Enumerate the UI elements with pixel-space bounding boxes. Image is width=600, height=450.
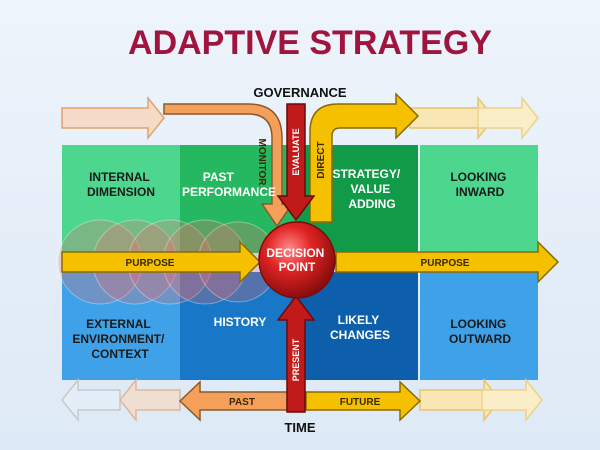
strategy-line2: VALUE xyxy=(350,182,390,196)
decision-point-line2: POINT xyxy=(279,260,316,274)
external-line1: EXTERNAL xyxy=(86,317,150,331)
bottom-timeline-arrows xyxy=(61,377,543,423)
cell-looking-inward: LOOKING INWARD xyxy=(450,170,509,199)
purpose-arrow-right xyxy=(335,240,560,284)
strategy-line1: STRATEGY/ xyxy=(332,167,400,181)
past-performance-line2: PERFORMANCE xyxy=(182,185,276,199)
cell-external-environment-bg xyxy=(62,272,180,380)
cell-external-environment: EXTERNAL ENVIRONMENT/ CONTEXT xyxy=(72,317,167,361)
present-label: PRESENT xyxy=(291,338,301,381)
strategy-line3: ADDING xyxy=(348,197,395,211)
looking-outward-line1: LOOKING xyxy=(450,317,506,331)
cell-past-performance: PAST PERFORMANCE xyxy=(182,170,276,199)
decision-point-line1: DECISION xyxy=(266,246,324,260)
looking-inward-line2: INWARD xyxy=(456,185,505,199)
governance-label: GOVERNANCE xyxy=(253,85,347,100)
time-label: TIME xyxy=(284,420,315,435)
cell-strategy-value-adding: STRATEGY/ VALUE ADDING xyxy=(332,167,403,211)
likely-changes-line2: CHANGES xyxy=(330,328,390,342)
decision-point-label: DECISION POINT xyxy=(266,246,327,274)
likely-changes-line1: LIKELY xyxy=(338,313,380,327)
looking-outward-line2: OUTWARD xyxy=(449,332,511,346)
past-label: PAST xyxy=(229,397,255,408)
monitor-arrow xyxy=(163,103,294,228)
purpose-arrow-left xyxy=(61,240,262,284)
past-performance-line1: PAST xyxy=(203,170,235,184)
evaluate-arrow xyxy=(276,103,316,222)
future-label: FUTURE xyxy=(340,397,381,408)
cell-internal-dimension-bg xyxy=(62,145,180,253)
cell-looking-outward: LOOKING OUTWARD xyxy=(449,317,511,346)
purpose-left-label: PURPOSE xyxy=(126,258,175,269)
past-arrow xyxy=(178,380,297,422)
decision-point-sphere xyxy=(258,221,336,299)
cell-looking-inward-bg xyxy=(420,145,538,253)
looking-inward-line1: LOOKING xyxy=(450,170,506,184)
present-arrow xyxy=(276,294,316,413)
cell-likely-changes: LIKELY CHANGES xyxy=(330,313,390,342)
internal-dimension-line2: DIMENSION xyxy=(87,185,155,199)
diagram-title: ADAPTIVE STRATEGY xyxy=(128,24,492,62)
evaluate-label: EVALUATE xyxy=(291,128,301,175)
internal-dimension-line1: INTERNAL xyxy=(89,170,149,184)
direct-arrow xyxy=(309,92,420,223)
direct-label: DIRECT xyxy=(316,141,327,178)
cell-internal-dimension: INTERNAL DIMENSION xyxy=(87,170,155,199)
external-line2: ENVIRONMENT/ xyxy=(72,332,165,346)
future-arrow xyxy=(305,380,422,422)
purpose-right-label: PURPOSE xyxy=(421,258,470,269)
external-line3: CONTEXT xyxy=(91,347,149,361)
monitor-label: MONITOR xyxy=(256,138,267,186)
top-timeline-arrows xyxy=(61,95,539,141)
cell-history: HISTORY xyxy=(214,315,267,329)
cell-looking-outward-bg xyxy=(420,272,538,380)
